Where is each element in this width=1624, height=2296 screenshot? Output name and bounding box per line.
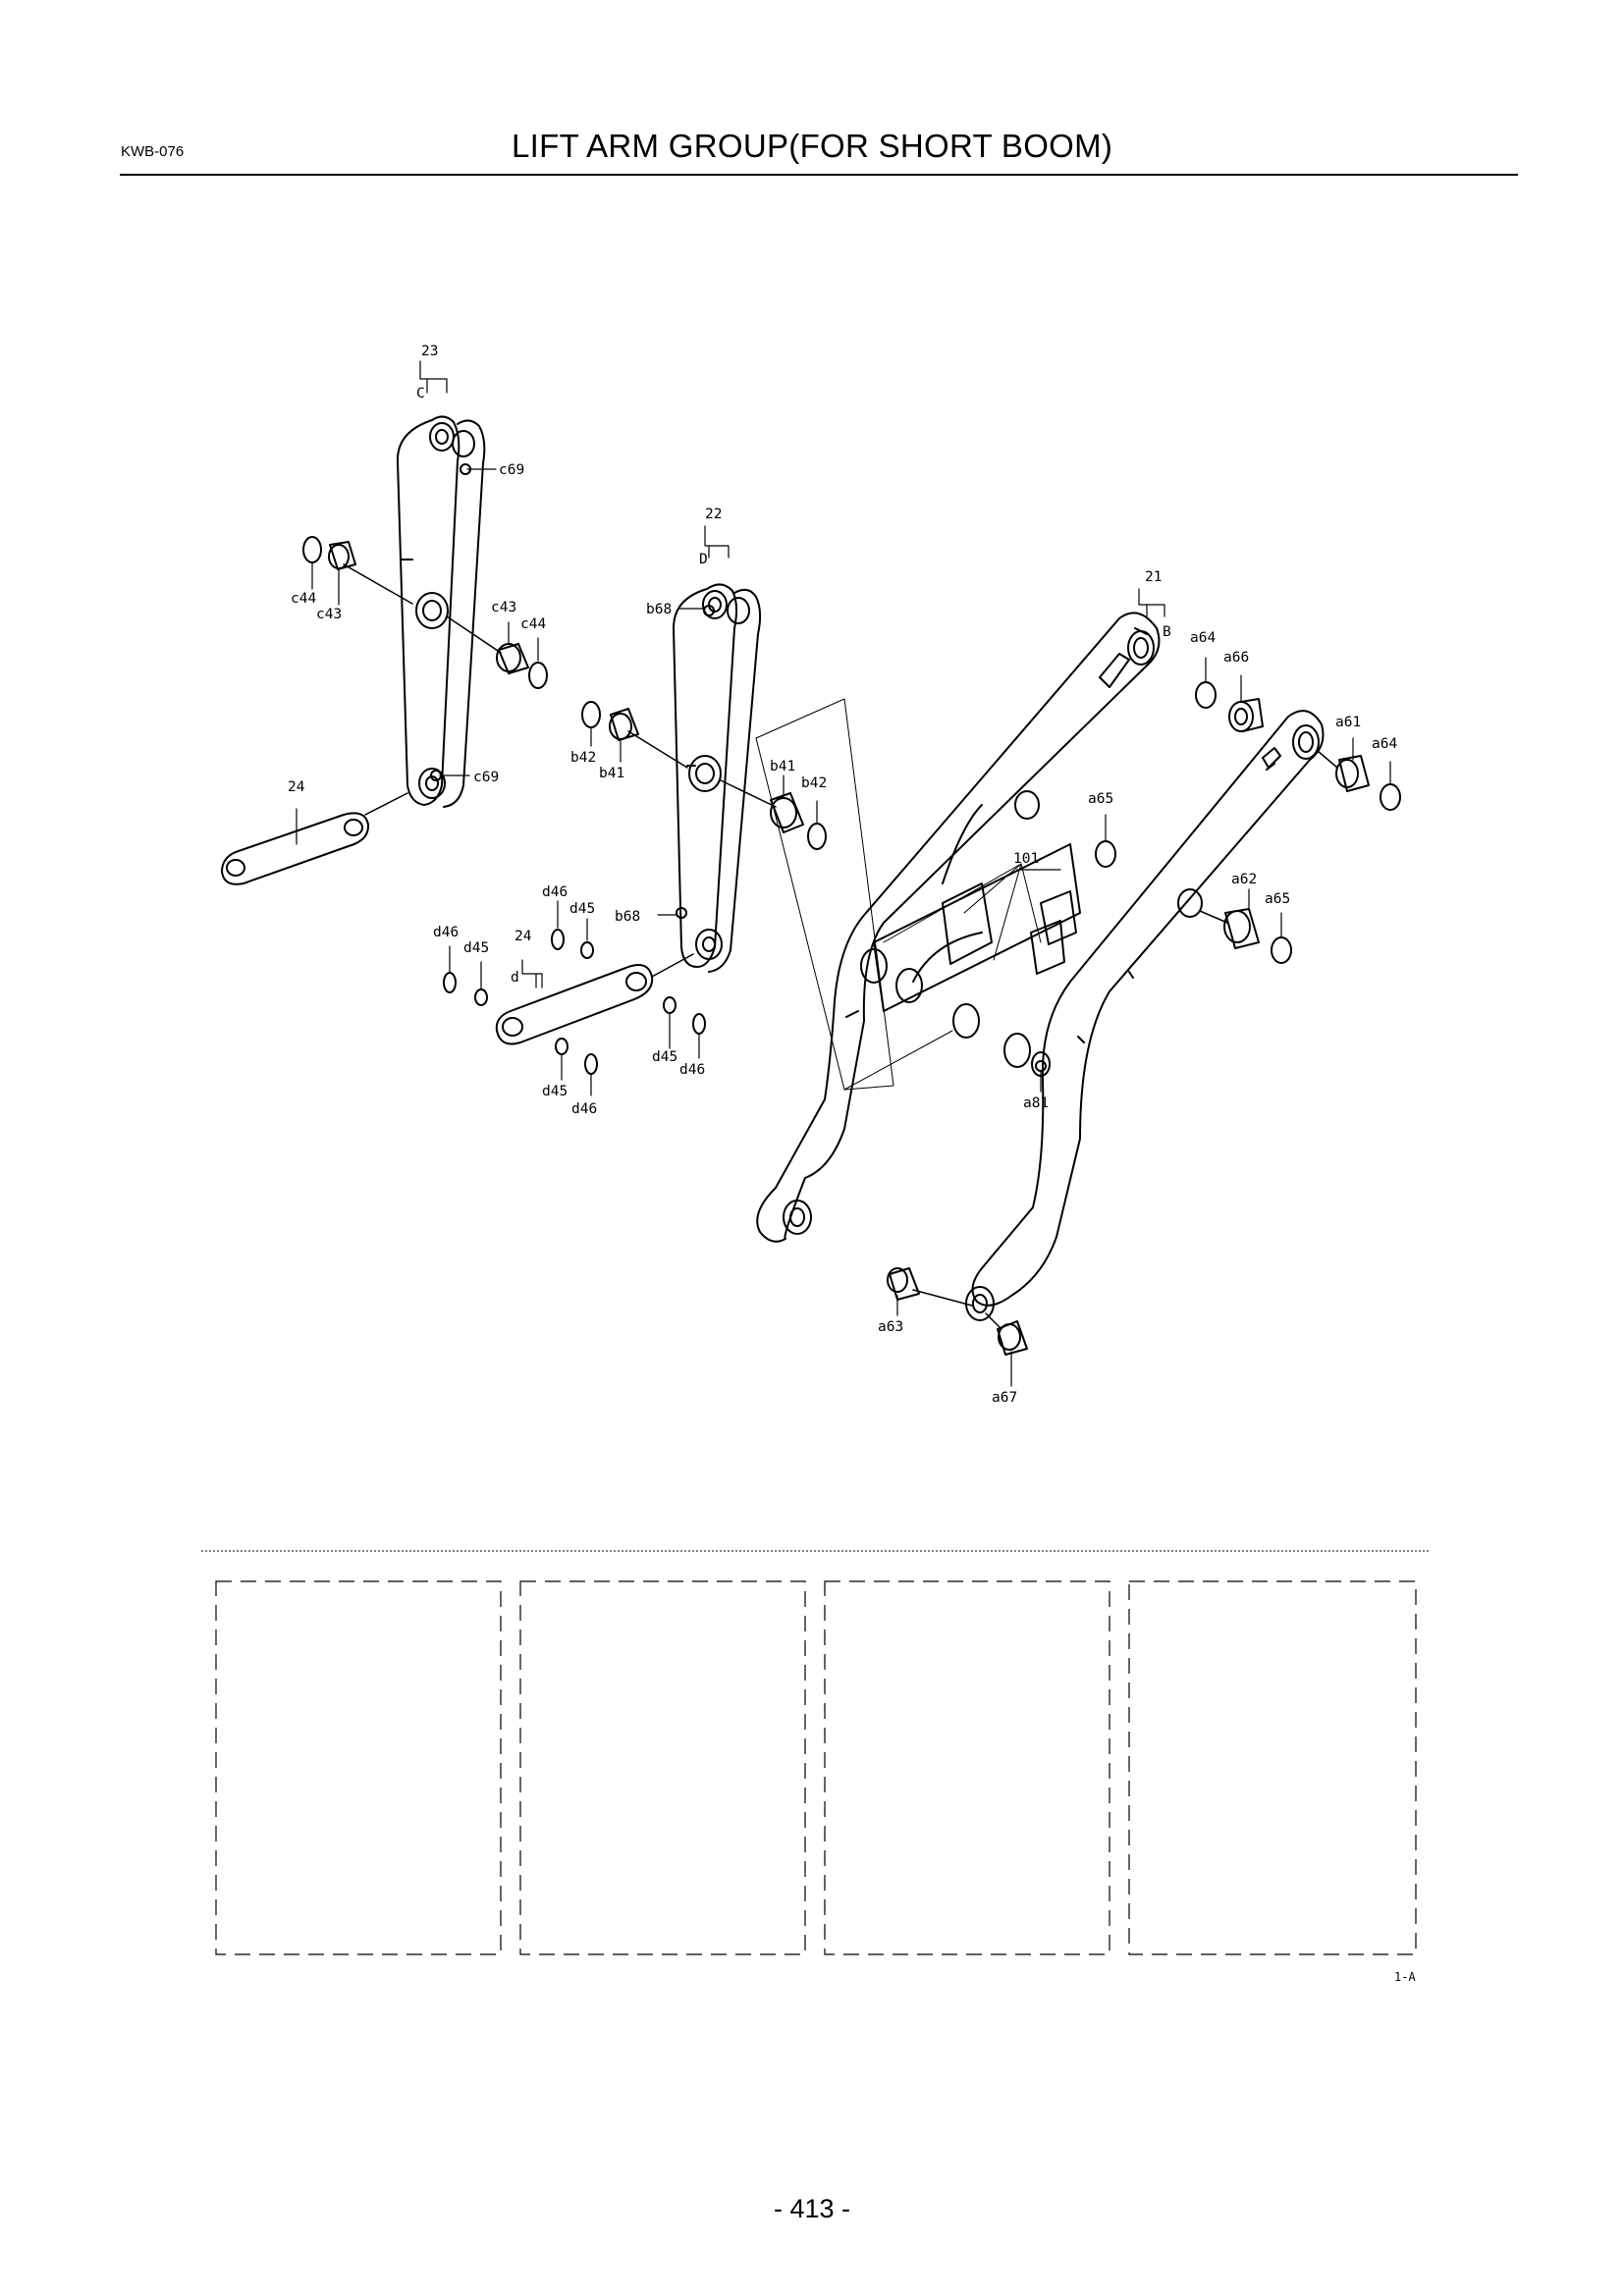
bushing-c43-right	[496, 643, 529, 674]
bushing-a61	[1335, 755, 1370, 792]
callout-21: 21	[1145, 569, 1162, 585]
bushing-b41-right	[770, 792, 804, 833]
pin-d45-a	[580, 941, 594, 959]
callout-d46-upper: d46	[542, 884, 568, 900]
callout-a61: a61	[1335, 715, 1361, 730]
callout-c44-right: c44	[520, 616, 546, 632]
callout-d46-left: d46	[433, 925, 459, 940]
callout-a65-top: a65	[1088, 791, 1113, 807]
callout-c43-left: c43	[316, 607, 342, 622]
page-header: KWB-076 LIFT ARM GROUP(FOR SHORT BOOM)	[0, 0, 1624, 187]
ring-a64-top	[1195, 681, 1217, 709]
callout-a67: a67	[992, 1390, 1017, 1406]
bushing-a62	[1223, 908, 1260, 949]
ring-b42-right	[807, 823, 827, 850]
ring-b42-left	[581, 701, 601, 728]
legend-box-4	[1128, 1580, 1417, 1955]
callout-b68-bottom: b68	[615, 909, 640, 925]
callout-24-middle: 24	[514, 929, 532, 944]
callout-a63: a63	[878, 1319, 903, 1335]
callout-b41-left: b41	[599, 766, 624, 781]
callout-b42-right: b42	[801, 775, 827, 791]
callout-a66: a66	[1223, 650, 1249, 666]
callout-22: 22	[705, 507, 722, 522]
callout-a62: a62	[1231, 872, 1257, 887]
callout-a64-top: a64	[1190, 630, 1216, 646]
bushing-a67	[997, 1320, 1028, 1356]
callout-C: C	[416, 386, 425, 401]
link-arm-23	[396, 415, 486, 808]
callout-d45-bottom: d45	[542, 1084, 568, 1099]
ring-c44-left	[302, 536, 322, 563]
callout-a65-right: a65	[1265, 891, 1290, 907]
callout-d45-left: d45	[463, 940, 489, 956]
pin-d45-b	[474, 988, 488, 1006]
page-title: LIFT ARM GROUP(FOR SHORT BOOM)	[512, 128, 1113, 164]
bushing-c43-left	[328, 541, 356, 570]
page-number: - 413 -	[773, 2194, 851, 2223]
callout-101: 101	[1013, 851, 1039, 867]
callout-b42-left: b42	[570, 750, 596, 766]
sheet-reference: 1-A	[1394, 1970, 1416, 1984]
pin-b68-top	[703, 605, 715, 616]
legend-box-1	[215, 1580, 502, 1955]
short-link-24-left	[221, 812, 370, 885]
callout-c44-left: c44	[291, 591, 316, 607]
callout-24-left: 24	[288, 779, 305, 795]
callout-a64-right: a64	[1372, 736, 1397, 752]
pin-a81	[1035, 1060, 1047, 1072]
pin-d45-d	[555, 1038, 568, 1055]
callout-B: B	[1163, 624, 1171, 640]
callout-d45-upper: d45	[569, 901, 595, 917]
ring-d46-d	[584, 1053, 598, 1075]
pin-d45-c	[663, 996, 677, 1014]
callout-d: d	[511, 970, 519, 986]
callout-c69-bottom: c69	[473, 770, 499, 785]
ring-a65-top	[1095, 840, 1116, 868]
callout-D: D	[699, 552, 708, 567]
ring-d46-c	[692, 1013, 706, 1035]
callout-c43-right: c43	[491, 600, 516, 615]
callout-a81: a81	[1023, 1095, 1049, 1111]
callout-23: 23	[421, 344, 438, 359]
callout-b68-top: b68	[646, 602, 672, 617]
bushing-a63	[887, 1267, 920, 1301]
callout-c69-top: c69	[499, 462, 524, 478]
link-arm-22	[673, 583, 762, 973]
short-link-24-middle	[495, 964, 654, 1045]
legend-box-2	[519, 1580, 806, 1955]
legend-box-3	[824, 1580, 1110, 1955]
lift-arm-frame-21	[756, 612, 1325, 1321]
ring-d46-b	[443, 972, 457, 993]
callout-d46-bottom: d46	[571, 1101, 597, 1117]
ring-c44-right	[528, 662, 548, 689]
ring-a65-right	[1271, 936, 1292, 964]
callout-b41-right: b41	[770, 759, 795, 774]
callout-d45-right: d45	[652, 1049, 677, 1065]
pin-b68-bottom	[676, 907, 687, 919]
header-rule	[120, 174, 1518, 176]
document-code: KWB-076	[121, 143, 185, 160]
bushing-a66	[1228, 698, 1264, 732]
ring-d46-a	[551, 929, 565, 950]
callout-d46-right: d46	[679, 1062, 705, 1078]
ring-a64-right	[1380, 783, 1401, 811]
